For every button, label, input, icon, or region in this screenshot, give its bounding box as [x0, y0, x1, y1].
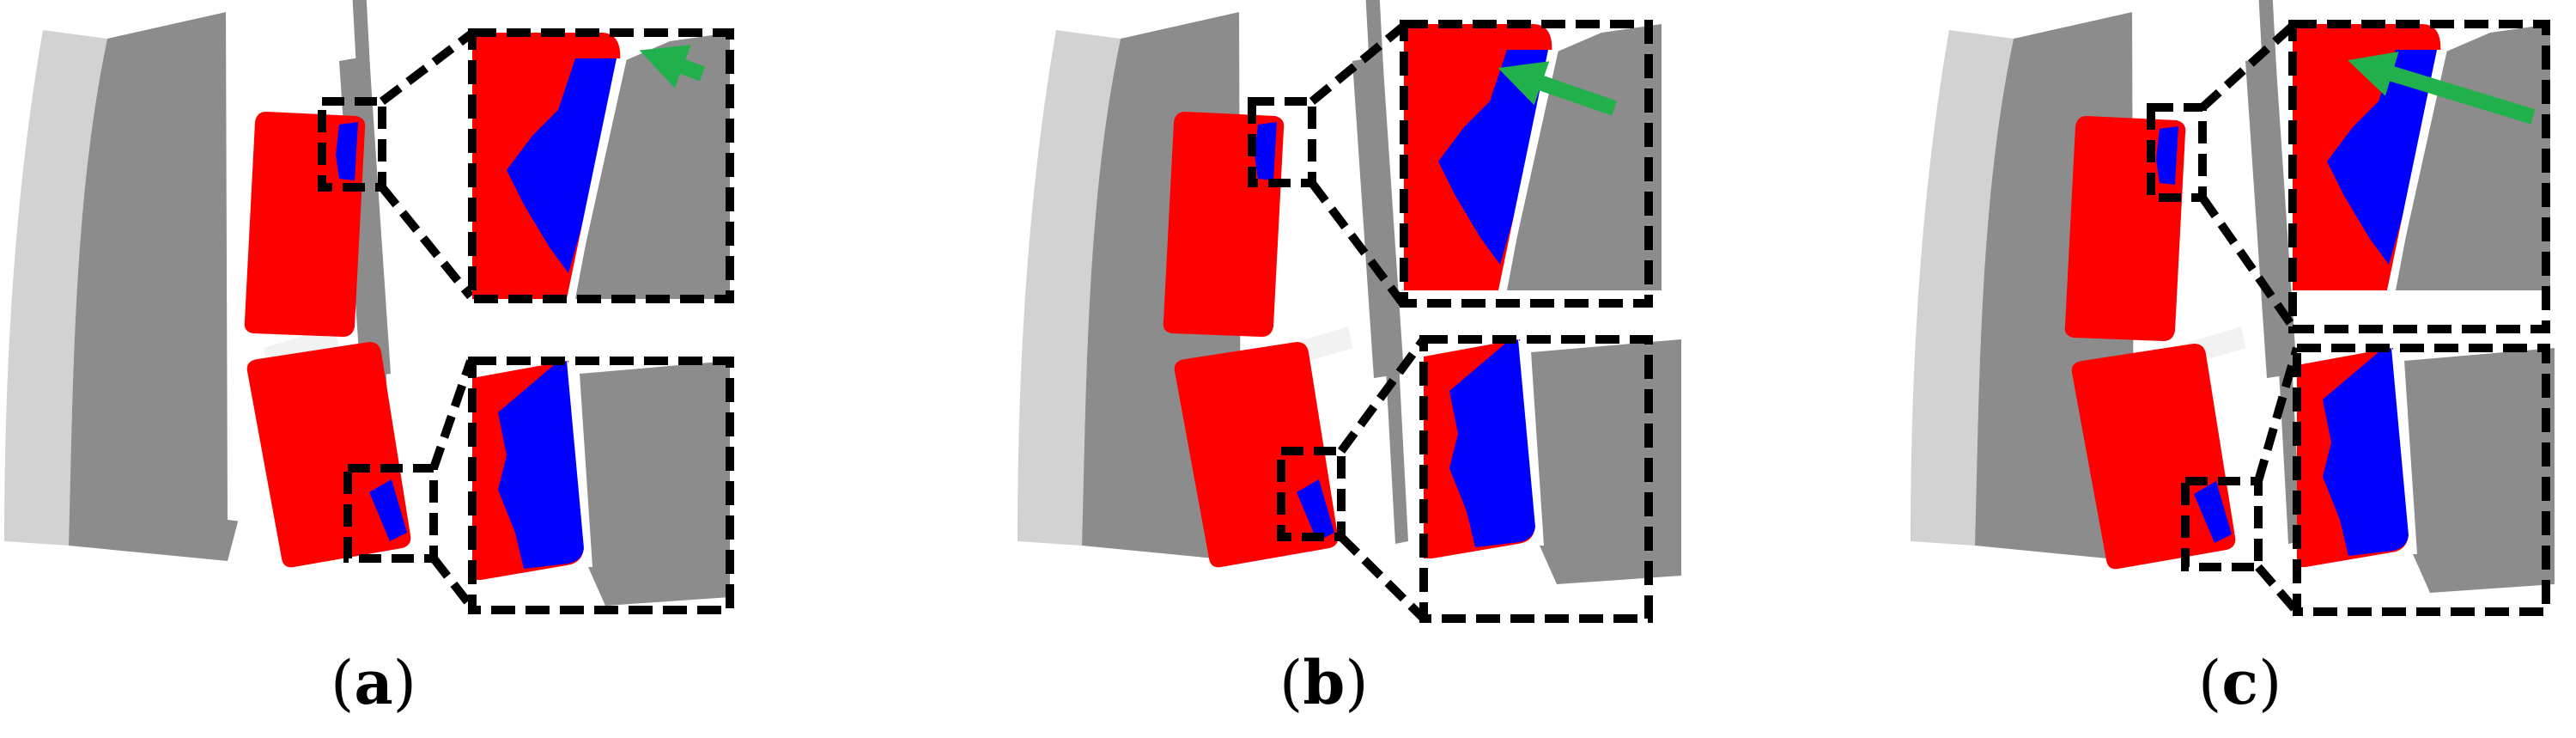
zoom-box-upper-a	[318, 97, 386, 192]
leader-line	[1338, 534, 1427, 622]
zoom-box-upper-b	[1248, 97, 1316, 187]
inset-lower-b	[1424, 339, 1681, 597]
label-letter-c: c	[2221, 647, 2258, 718]
panel-label-b: (b)	[1279, 653, 1369, 714]
inset-frame-lower-b	[1419, 335, 1653, 623]
magnet-upper-a	[244, 112, 366, 337]
green-arrow-long	[2348, 52, 2536, 125]
inset-frame-lower-a	[468, 357, 734, 614]
leader-line	[379, 31, 474, 105]
leader-line	[2199, 22, 2296, 111]
inset-frame-upper-c	[2288, 20, 2550, 333]
inset-frame-lower-c	[2293, 344, 2550, 616]
inset-frame-upper-b	[1400, 20, 1653, 308]
leader-line	[2255, 564, 2300, 615]
zoom-box-lower-b	[1277, 447, 1346, 541]
leader-line	[2254, 346, 2301, 483]
inset-upper-c	[2293, 24, 2550, 290]
inset-lower-c	[2297, 348, 2555, 606]
inset-upper-b	[1404, 24, 1662, 290]
magnet-upper-c	[2064, 116, 2186, 341]
inset-lower-a	[472, 361, 730, 619]
green-arrow-short	[639, 45, 706, 88]
panel-b	[1018, 0, 1681, 623]
leader-line	[2198, 195, 2297, 329]
leader-line	[429, 359, 475, 470]
leader-line	[1337, 337, 1428, 454]
label-paren-open: (	[2198, 648, 2222, 718]
panel-label-c: (c)	[2198, 653, 2281, 714]
label-paren-open: (	[331, 648, 355, 718]
leader-line	[1309, 22, 1407, 105]
inset-frame-upper-a	[468, 28, 734, 303]
label-letter-a: a	[354, 647, 393, 718]
label-paren-open: (	[1279, 648, 1303, 718]
label-paren-close: )	[1345, 648, 1369, 718]
leader-line	[430, 555, 474, 609]
zoom-box-lower-a	[343, 464, 438, 563]
panel-label-a: (a)	[331, 653, 416, 714]
panel-a	[4, 0, 734, 619]
leader-line	[1309, 180, 1407, 308]
leader-line	[379, 184, 474, 300]
zoom-box-upper-c	[2147, 103, 2207, 202]
panel-c	[1911, 0, 2555, 616]
green-arrow-medium	[1498, 61, 1617, 116]
zoom-box-lower-c	[2181, 477, 2263, 571]
label-paren-close: )	[2257, 648, 2282, 718]
label-paren-close: )	[392, 648, 416, 718]
magnet-upper-b	[1163, 112, 1285, 337]
label-letter-b: b	[1303, 647, 1346, 718]
